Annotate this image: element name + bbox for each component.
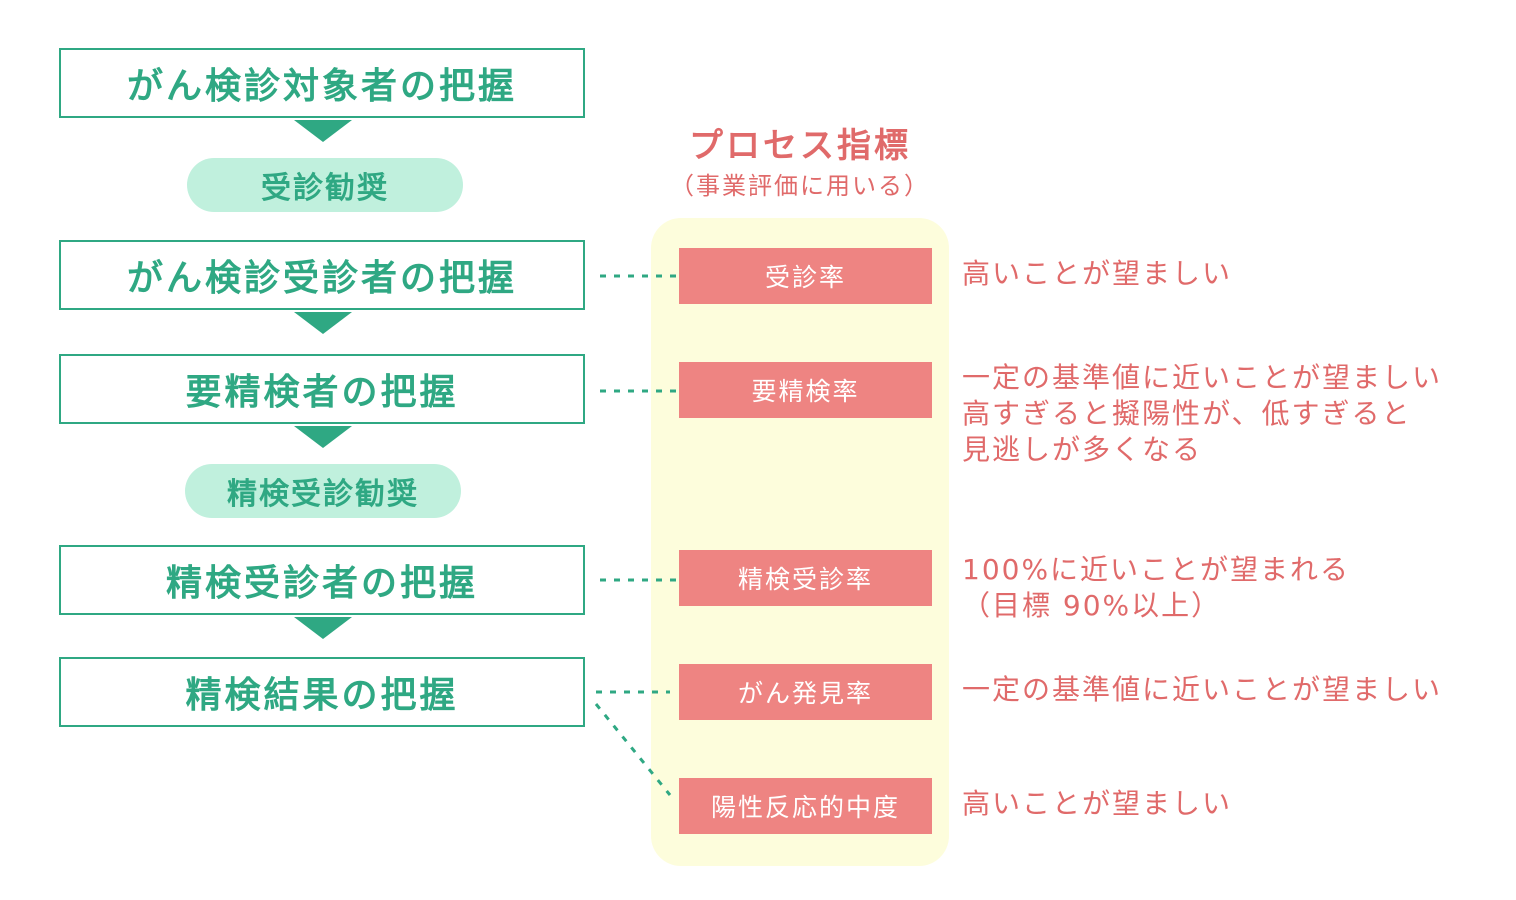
indicator-examination-rate: 受診率 [679, 248, 932, 304]
flow-step-examinees: がん検診受診者の把握 [59, 240, 585, 310]
flow-arrow-icon [294, 312, 352, 334]
flow-step-followup-examinees: 精検受診者の把握 [59, 545, 585, 615]
indicator-note: 高いことが望ましい [962, 257, 1233, 290]
indicator-note: 100%に近いことが望まれる （目標 90%以上） [962, 553, 1351, 622]
flow-arrow-icon [294, 617, 352, 639]
action-label: 精検受診勧奨 [227, 477, 419, 512]
indicator-label: 受診率 [764, 263, 846, 292]
flow-arrow-icon [294, 426, 352, 448]
action-label: 受診勧奨 [261, 171, 389, 206]
flow-step-label: 精検受診者の把握 [165, 563, 478, 604]
indicator-label: 陽性反応的中度 [710, 793, 900, 822]
process-indicators-panel [651, 218, 949, 866]
indicator-followup-examination-rate: 精検受診率 [679, 550, 932, 606]
indicator-label: がん発見率 [737, 679, 873, 708]
indicator-label: 要精検率 [751, 377, 860, 406]
indicator-note: 一定の基準値に近いことが望ましい 高すぎると擬陽性が、低すぎると 見逃しが多くな… [962, 361, 1443, 466]
indicator-note: 一定の基準値に近いことが望ましい [962, 673, 1443, 706]
indicator-cancer-detection-rate: がん発見率 [679, 664, 932, 720]
flow-step-target-population: がん検診対象者の把握 [59, 48, 585, 118]
indicator-followup-required-rate: 要精検率 [679, 362, 932, 418]
action-pill-screening-invitation: 受診勧奨 [187, 158, 463, 212]
flow-step-label: がん検診受診者の把握 [126, 258, 517, 299]
flow-step-followup-results: 精検結果の把握 [59, 657, 585, 727]
connector-ppv [594, 703, 672, 796]
flow-arrow-icon [294, 120, 352, 142]
flow-step-label: 要精検者の把握 [185, 372, 459, 413]
indicator-note: 高いことが望ましい [962, 787, 1233, 820]
flow-step-label: 精検結果の把握 [185, 675, 459, 716]
flow-step-label: がん検診対象者の把握 [126, 66, 517, 107]
process-indicators-title: プロセス指標 [689, 126, 911, 166]
flow-step-requiring-followup: 要精検者の把握 [59, 354, 585, 424]
indicator-positive-predictive-value: 陽性反応的中度 [679, 778, 932, 834]
indicator-label: 精検受診率 [737, 565, 873, 594]
process-indicators-subtitle: （事業評価に用いる） [670, 172, 930, 200]
action-pill-followup-invitation: 精検受診勧奨 [185, 464, 461, 518]
